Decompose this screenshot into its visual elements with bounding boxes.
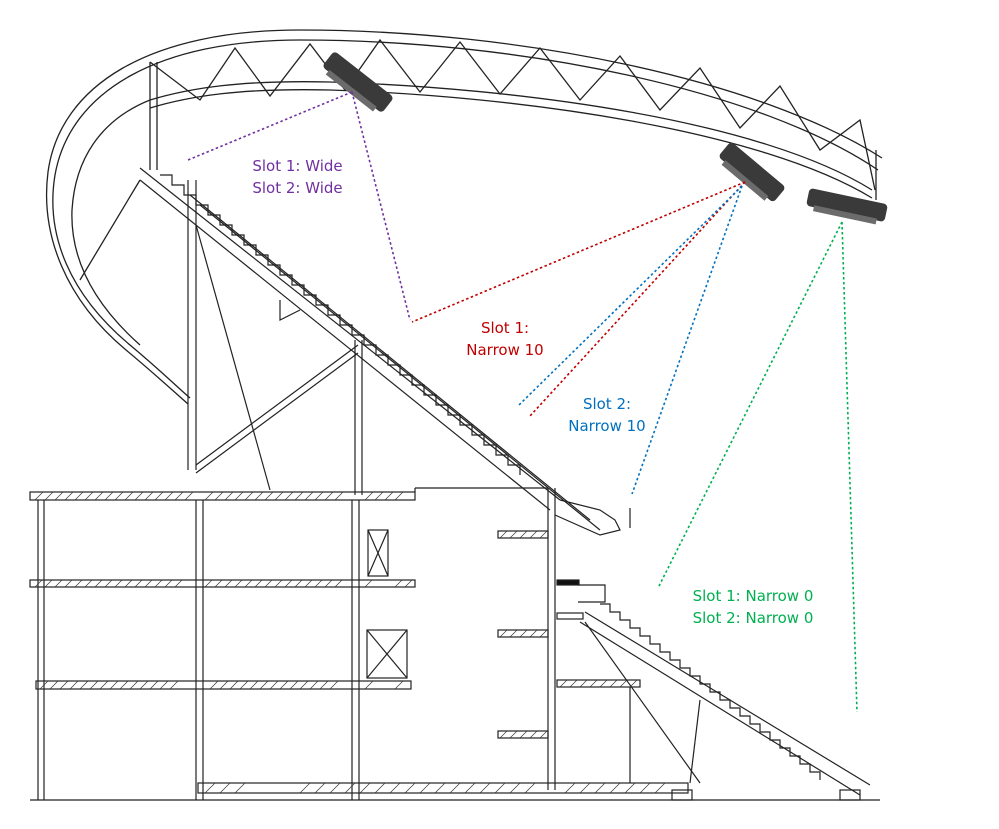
beam-purple-right bbox=[351, 91, 411, 321]
beam-label-slot2-narrow10: Slot 2: Narrow 10 bbox=[552, 393, 662, 437]
beam-red-upper bbox=[411, 181, 746, 323]
label-line-1: Slot 1: Wide bbox=[252, 157, 343, 175]
roof-truss bbox=[45, 29, 883, 405]
upper-tier bbox=[139, 167, 631, 536]
beam-label-wide: Slot 1: Wide Slot 2: Wide bbox=[230, 155, 365, 199]
label-line-2: Narrow 10 bbox=[568, 417, 646, 435]
floodlight-left bbox=[323, 52, 393, 112]
beam-red-lower bbox=[529, 181, 746, 417]
beam-blue-upper bbox=[517, 185, 743, 407]
label-line-2: Slot 2: Narrow 0 bbox=[692, 609, 814, 627]
slab-hatching bbox=[34, 491, 666, 794]
floodlight-middle bbox=[719, 142, 785, 202]
beam-label-slot1-narrow10: Slot 1: Narrow 10 bbox=[450, 317, 560, 361]
label-line-2: Narrow 10 bbox=[466, 341, 544, 359]
beam-green-right bbox=[841, 221, 858, 713]
beam-purple-left bbox=[187, 91, 353, 161]
label-line-1: Slot 1: Narrow 0 bbox=[692, 587, 814, 605]
beam-blue-lower bbox=[631, 185, 743, 495]
label-line-1: Slot 2: bbox=[582, 395, 632, 413]
beam-green-left bbox=[657, 221, 843, 589]
label-line-2: Slot 2: Wide bbox=[252, 179, 343, 197]
lower-tier bbox=[578, 584, 871, 801]
label-line-1: Slot 1: bbox=[480, 319, 530, 337]
building-section bbox=[29, 487, 880, 801]
floodlight-right bbox=[806, 188, 888, 225]
beam-label-narrow0: Slot 1: Narrow 0 Slot 2: Narrow 0 bbox=[678, 585, 828, 629]
